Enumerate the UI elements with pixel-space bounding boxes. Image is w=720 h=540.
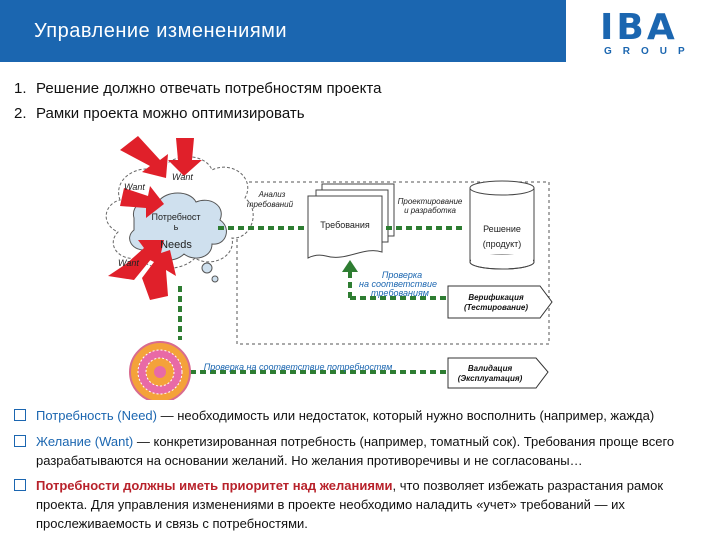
bullet-want-term: Желание (Want) — [36, 434, 134, 449]
solution-label: Решение — [483, 224, 521, 234]
want-arrows — [108, 136, 202, 300]
product-label: (продукт) — [483, 239, 522, 249]
need-label-line2: ь — [174, 222, 179, 232]
point-2-text: Рамки проекта можно оптимизировать — [36, 105, 305, 122]
logo-main: IBA — [600, 7, 678, 48]
cloud-bubble-2 — [211, 275, 219, 283]
point-1-text: Решение должно отвечать потребностям про… — [36, 80, 382, 97]
want-label-1: Want — [172, 172, 193, 182]
logo — [566, 0, 720, 62]
point-2-number: 2. — [14, 105, 27, 122]
bullet-want-text: Желание (Want) — конкретизированная потр… — [36, 432, 714, 470]
bullet-marker-icon — [14, 435, 26, 447]
verification-box — [447, 285, 553, 319]
validation-box — [447, 357, 549, 389]
bullet-marker-icon — [14, 479, 26, 491]
verification-label: Верификация(Тестирование) — [464, 293, 528, 312]
bullet-priority: Потребности должны иметь приоритет над ж… — [14, 476, 714, 533]
bullet-priority-term: Потребности должны иметь приоритет над ж… — [36, 478, 393, 493]
needs-label: Needs — [160, 239, 192, 251]
check-req-arrowhead — [342, 260, 358, 272]
bullet-priority-rest: , что позволяет избежать разрастания рам… — [36, 478, 664, 531]
requirements-label: Требования — [320, 220, 370, 230]
bullet-need-term: Потребность (Need) — [36, 408, 157, 423]
header-bar: Управление изменениями — [0, 0, 566, 62]
want-label-3: Want — [118, 258, 139, 268]
solution-cylinder — [469, 180, 535, 270]
bullet-need-text: Потребность (Need) — необходимость или н… — [36, 406, 714, 425]
bullet-priority-text: Потребности должны иметь приоритет над ж… — [36, 476, 714, 533]
page-title: Управление изменениями — [34, 20, 288, 42]
bullet-marker-icon — [14, 409, 26, 421]
check-needs-label: Проверка на соответствие потребностям — [204, 362, 393, 372]
target-icon — [129, 341, 191, 400]
cloud-bubble-1 — [201, 262, 213, 274]
point-2: 2. Рамки проекта можно оптимизировать — [14, 105, 305, 122]
validation-label: Валидация(Эксплуатация) — [458, 364, 523, 383]
bullet-want: Желание (Want) — конкретизированная потр… — [14, 432, 714, 470]
want-label-2: Want — [124, 182, 145, 192]
requirements-stack — [307, 183, 395, 259]
point-1: 1. Решение должно отвечать потребностям п… — [14, 80, 381, 97]
logo-sub: GROUP — [604, 46, 696, 57]
point-1-number: 1. — [14, 80, 27, 97]
bullet-need-rest: — необходимость или недостаток, который … — [157, 408, 655, 423]
bullet-want-rest: — конкретизированная потребность (наприм… — [36, 434, 675, 468]
bullet-need: Потребность (Need) — необходимость или н… — [14, 406, 714, 425]
